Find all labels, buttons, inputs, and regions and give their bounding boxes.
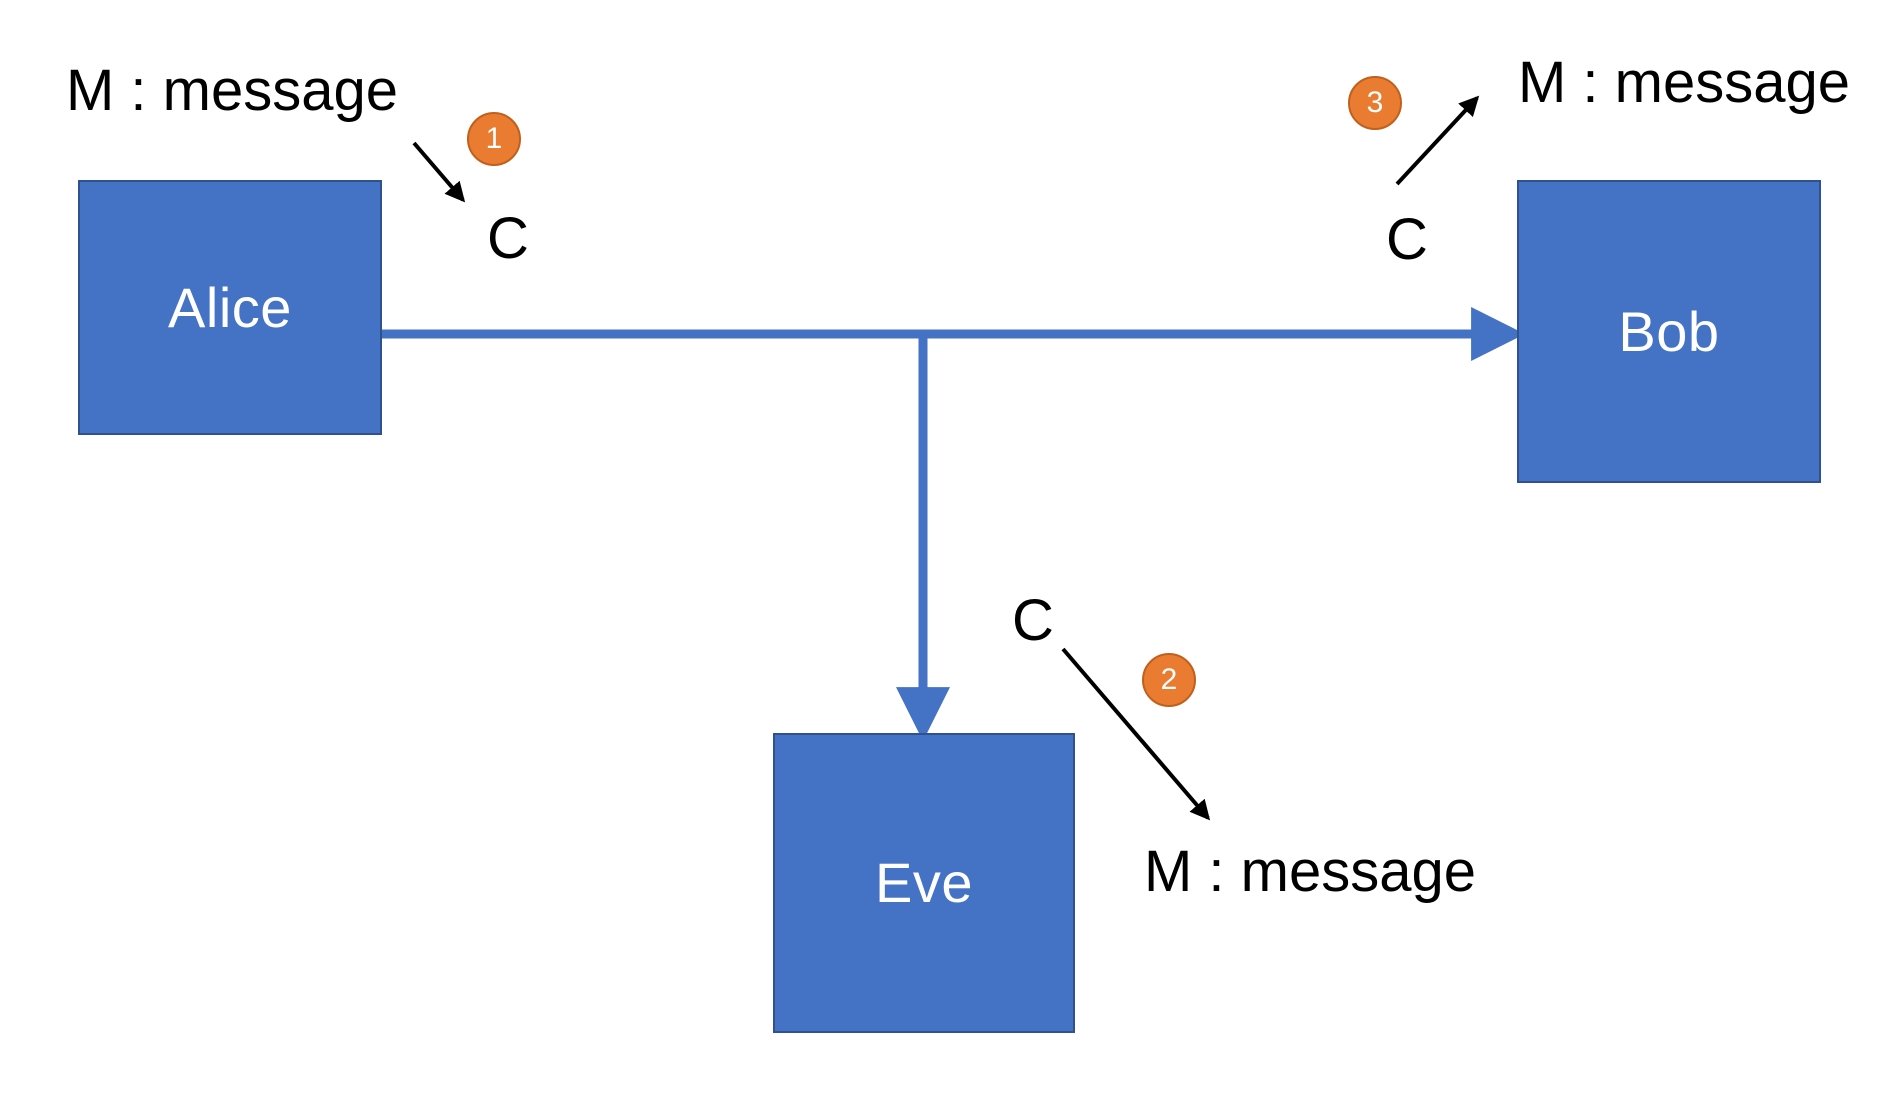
label-top-right-message: M : message <box>1518 50 1850 115</box>
label-top-right-cipher: C <box>1386 207 1428 272</box>
node-bob-label: Bob <box>1618 299 1720 363</box>
annotation-arrow-step-1 <box>412 141 466 203</box>
node-eve-label: Eve <box>875 851 973 914</box>
label-bottom-message: M : message <box>1144 839 1476 904</box>
node-alice-label: Alice <box>168 275 292 339</box>
label-bottom-cipher: C <box>1012 588 1054 653</box>
node-alice[interactable]: Alice <box>78 180 382 435</box>
node-bob[interactable]: Bob <box>1517 180 1821 483</box>
annotation-arrow-step-3 <box>1395 95 1480 186</box>
step-badge-2[interactable]: 2 <box>1142 653 1196 707</box>
annotation-arrow-step-2 <box>1061 647 1211 821</box>
label-top-left-cipher: C <box>487 206 529 271</box>
step-badge-1[interactable]: 1 <box>467 112 521 166</box>
label-top-left-message: M : message <box>66 58 398 123</box>
step-badge-3[interactable]: 3 <box>1348 76 1402 130</box>
node-eve[interactable]: Eve <box>773 733 1075 1033</box>
